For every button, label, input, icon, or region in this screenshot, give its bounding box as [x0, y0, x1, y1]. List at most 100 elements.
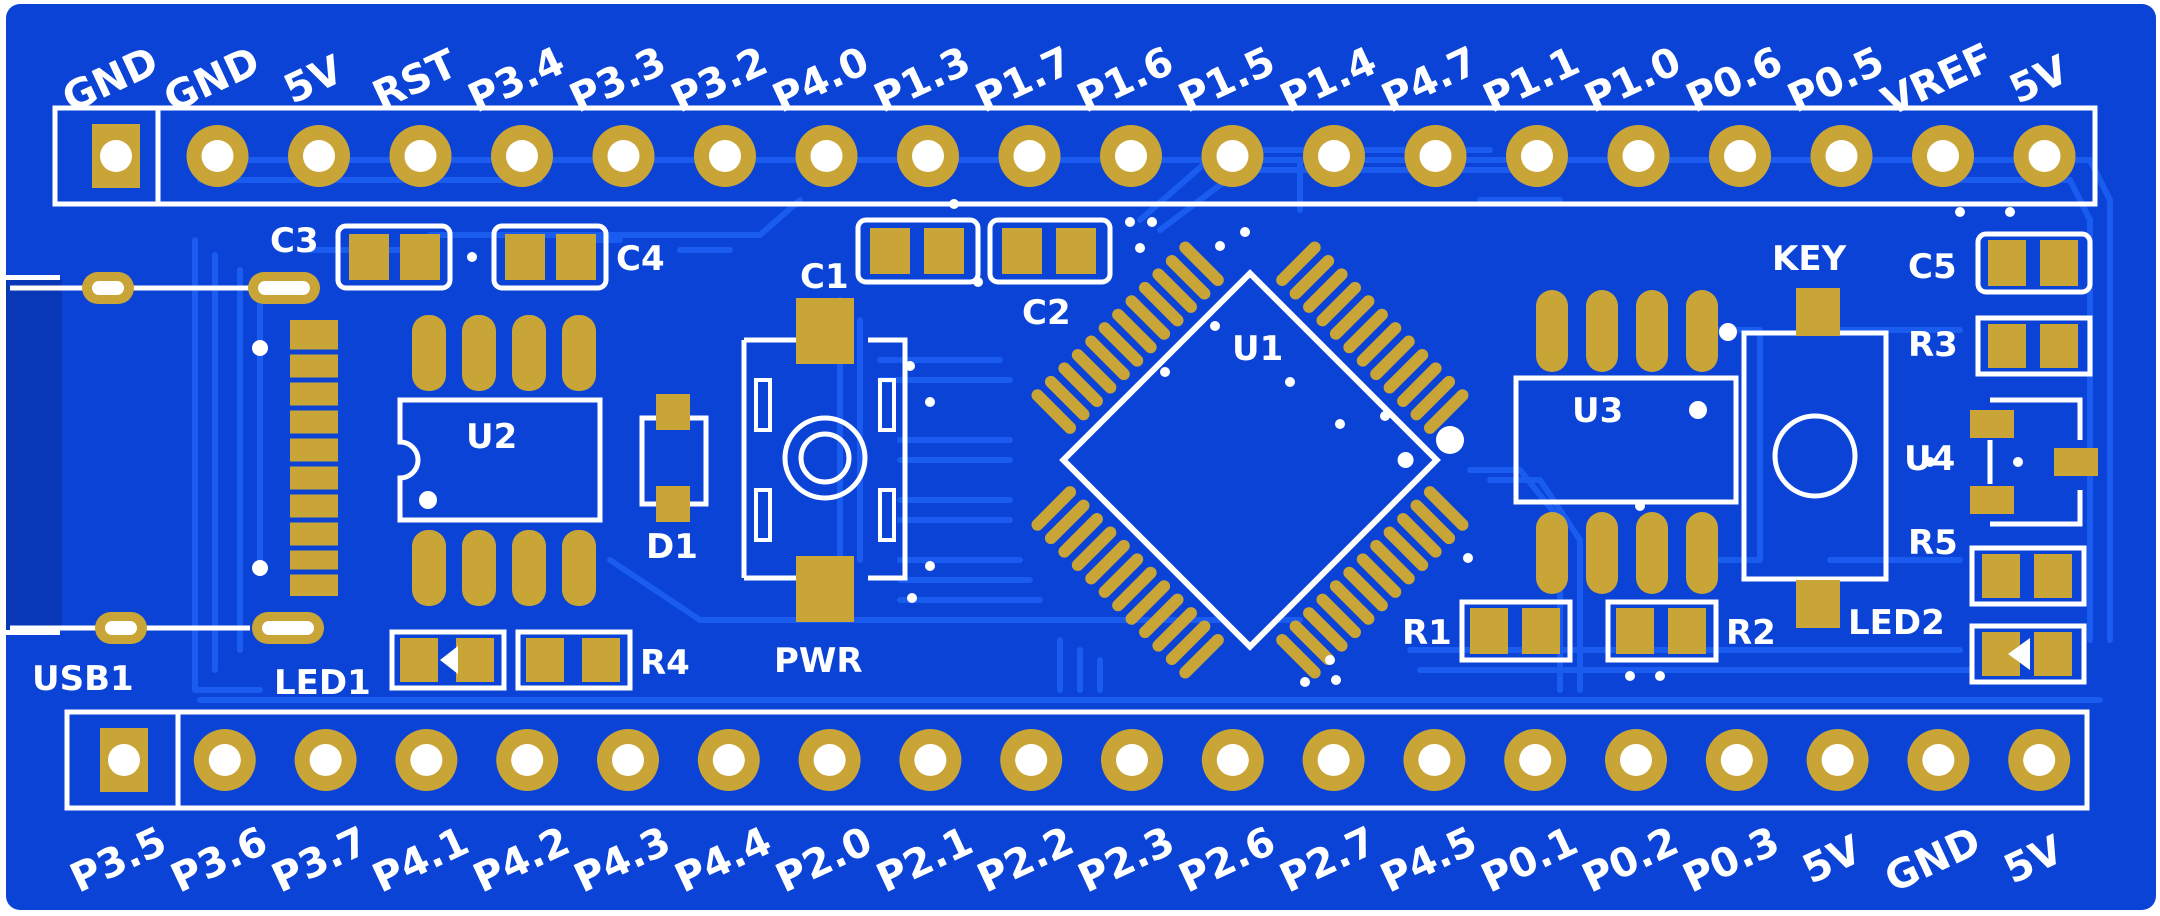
u1-pad: [1179, 241, 1224, 287]
u1-pad: [1125, 295, 1171, 340]
resistor-r2: [1605, 599, 1719, 663]
u1-pad: [1152, 607, 1197, 652]
u1-pad: [1112, 308, 1157, 354]
u1-pad: [1276, 633, 1321, 679]
label-c1: C1: [800, 257, 849, 297]
ic-u3: [1513, 290, 1739, 594]
u1-pad: [1410, 375, 1456, 421]
label-r2: R2: [1726, 613, 1776, 653]
label-r3: R3: [1908, 325, 1958, 365]
u1-pad: [1138, 281, 1184, 327]
bottom-header-pin-drill: [410, 744, 443, 776]
u1-pad: [1356, 322, 1402, 367]
label-r1: R1: [1402, 613, 1452, 653]
cap-c2: [987, 217, 1113, 285]
u1-pad: [1085, 539, 1130, 585]
u1-pad: [1058, 362, 1103, 407]
u1-pad: [1423, 389, 1469, 434]
label-pwr: PWR: [774, 641, 863, 681]
top-header-pin-drill: [201, 140, 234, 172]
label-led1: LED1: [274, 663, 371, 703]
bottom-header-pin-drill: [1015, 744, 1048, 776]
resistor-r5: [1969, 545, 2087, 607]
top-header-pin-drill: [100, 140, 132, 172]
usb-connector: [10, 272, 338, 644]
led-led1: [389, 629, 507, 691]
label-u4: U4: [1904, 439, 1955, 479]
u1-pad: [1179, 633, 1224, 679]
u1-pad: [1343, 308, 1388, 354]
bottom-header-pin-drill: [2023, 744, 2056, 776]
label-c4: C4: [616, 239, 665, 279]
label-led2: LED2: [1848, 603, 1945, 643]
bottom-header-pin-drill: [208, 744, 241, 776]
label-c5: C5: [1908, 247, 1957, 287]
u1-pad: [1316, 281, 1362, 327]
u1-pad: [1165, 254, 1211, 300]
bottom-header-pin-drill: [813, 744, 846, 776]
top-header-pin-drill: [1419, 140, 1452, 172]
u1-pad: [1125, 580, 1171, 625]
bottom-header-pin-drill: [1519, 744, 1552, 776]
top-header-pin-drill: [1622, 140, 1655, 172]
top-header-pin-drill: [912, 140, 944, 172]
bottom-header-pin-drill: [309, 744, 342, 776]
bottom-header-pin-drill: [1418, 744, 1451, 776]
cap-c5: [1975, 231, 2093, 295]
top-header-pin-drill: [810, 140, 843, 172]
bottom-header-pin-drill: [712, 744, 745, 776]
u1-pad: [1397, 513, 1442, 558]
usb-notch-edge: [6, 280, 62, 630]
cap-c3: [335, 223, 453, 291]
top-header-pin-drill: [1318, 140, 1350, 172]
u1-pad: [1138, 593, 1184, 639]
top-header-pin-drill: [709, 140, 741, 172]
cap-c4: [491, 223, 609, 291]
u1-pad: [1289, 254, 1335, 300]
top-header-pin-drill: [1115, 140, 1147, 172]
label-c3: C3: [270, 221, 319, 261]
label-key: KEY: [1772, 239, 1847, 279]
u1-pad: [1343, 566, 1388, 612]
top-header-pin-drill: [1013, 140, 1046, 172]
bottom-header-pin-drill: [914, 744, 947, 776]
bottom-header-pin-drill: [1216, 744, 1249, 776]
bottom-header-pin-drill: [108, 744, 140, 776]
u1-pad: [1423, 486, 1469, 531]
u1-pad: [1289, 620, 1335, 666]
u1-pad: [1370, 539, 1415, 585]
bottom-header-pin-drill: [511, 744, 544, 776]
label-c2: C2: [1022, 293, 1071, 333]
diode-d1: [639, 394, 709, 522]
resistor-r3: [1975, 315, 2093, 377]
top-header-pin-drill: [1521, 140, 1553, 172]
label-r4: R4: [640, 643, 690, 683]
bottom-header-pin-drill: [1720, 744, 1753, 776]
bottom-header-pins: [100, 728, 2071, 792]
top-header-outline: [52, 105, 2098, 207]
bottom-header-outline: [64, 709, 2090, 811]
label-u1: U1: [1232, 329, 1283, 369]
u1-pad: [1383, 348, 1429, 394]
ic-u4: [1970, 397, 2098, 527]
key-button-footprint: [1719, 288, 1889, 628]
u1-pad: [1031, 389, 1077, 434]
u1-pad: [1303, 607, 1348, 652]
vias: [905, 199, 2015, 687]
u1-pad: [1329, 580, 1375, 625]
top-header-pin-drill: [1216, 140, 1249, 172]
u1-pad: [1303, 268, 1348, 313]
u1-pad: [1397, 362, 1442, 407]
top-header-pins: [92, 124, 2076, 188]
mcu-u1: [1031, 241, 1469, 679]
u1-pad: [1383, 526, 1429, 572]
u1-pad: [1356, 553, 1402, 598]
u1-pad: [1329, 295, 1375, 340]
u1-pad: [1085, 335, 1130, 381]
top-header-pin-drill: [1825, 140, 1858, 172]
top-header-pin-drill: [1927, 140, 1959, 172]
led-led2: [1969, 623, 2087, 685]
u1-pad: [1165, 620, 1211, 666]
top-header-pin-drill: [303, 140, 335, 172]
bottom-header-pin-drill: [1821, 744, 1854, 776]
